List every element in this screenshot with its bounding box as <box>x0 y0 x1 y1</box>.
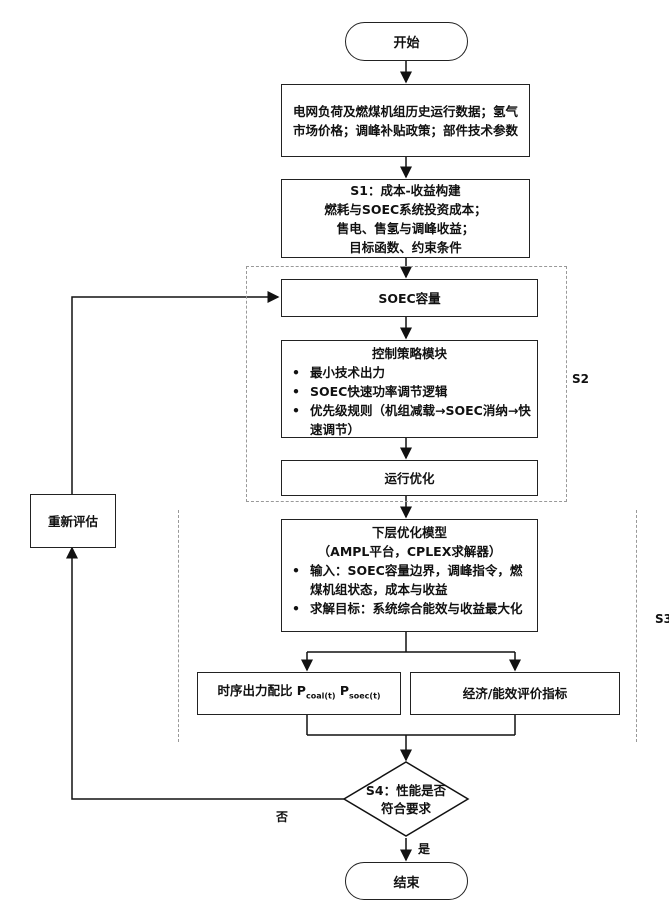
s1-line-3: 目标函数、约束条件 <box>290 238 521 257</box>
timeseries-output-label: 时序出力配比 Pcoal(t) Psoec(t) <box>217 681 380 706</box>
econ-evaluation-box: 经济/能效评价指标 <box>410 672 620 715</box>
control-strategy-box: 控制策略模块 最小技术出力 SOEC快速功率调节逻辑 优先级规则（机组减载→SO… <box>281 340 538 438</box>
s3-label: S3 <box>655 612 669 626</box>
timeseries-output-box: 时序出力配比 Pcoal(t) Psoec(t) <box>197 672 401 715</box>
control-title: 控制策略模块 <box>288 344 531 363</box>
run-optimization-box: 运行优化 <box>281 460 538 496</box>
control-item-soec-logic: SOEC快速功率调节逻辑 <box>288 382 531 401</box>
decision-line-1: S4：性能是否 <box>366 782 446 800</box>
s1-line-1: 燃耗与SOEC系统投资成本； <box>290 200 521 219</box>
soec-capacity-box: SOEC容量 <box>281 279 538 317</box>
reevaluate-box: 重新评估 <box>30 494 116 548</box>
lower-item-objective: 求解目标：系统综合能效与收益最大化 <box>288 599 531 618</box>
lower-model-box: 下层优化模型 （AMPL平台，CPLEX求解器） 输入：SOEC容量边界，调峰指… <box>281 519 538 632</box>
lower-item-input: 输入：SOEC容量边界，调峰指令，燃煤机组状态，成本与收益 <box>288 561 531 599</box>
s2-label: S2 <box>572 372 589 386</box>
decision-text: S4：性能是否 符合要求 <box>350 780 462 820</box>
no-label: 否 <box>276 808 288 825</box>
s1-box: S1：成本-收益构建 燃耗与SOEC系统投资成本； 售电、售氢与调峰收益； 目标… <box>281 179 530 258</box>
lower-title: 下层优化模型 <box>288 523 531 542</box>
yes-label: 是 <box>418 840 430 857</box>
start-terminal: 开始 <box>345 22 468 61</box>
control-item-priority: 优先级规则（机组减载→SOEC消纳→快速调节） <box>288 401 531 439</box>
soec-capacity-label: SOEC容量 <box>378 289 440 308</box>
s3-region-left <box>178 510 179 742</box>
decision-line-2: 符合要求 <box>381 800 431 818</box>
end-label: 结束 <box>393 872 419 891</box>
input-data-text: 电网负荷及燃煤机组历史运行数据；氢气市场价格；调峰补贴政策；部件技术参数 <box>282 100 529 142</box>
s1-title: S1：成本-收益构建 <box>290 181 521 200</box>
run-optimization-label: 运行优化 <box>384 469 434 488</box>
end-terminal: 结束 <box>345 862 468 900</box>
control-item-min-output: 最小技术出力 <box>288 363 531 382</box>
s3-region-right <box>636 510 637 742</box>
s1-line-2: 售电、售氢与调峰收益； <box>290 219 521 238</box>
econ-evaluation-label: 经济/能效评价指标 <box>463 684 568 703</box>
start-label: 开始 <box>393 32 419 51</box>
reevaluate-label: 重新评估 <box>48 512 98 531</box>
input-data-box: 电网负荷及燃煤机组历史运行数据；氢气市场价格；调峰补贴政策；部件技术参数 <box>281 84 530 157</box>
lower-subtitle: （AMPL平台，CPLEX求解器） <box>288 542 531 561</box>
